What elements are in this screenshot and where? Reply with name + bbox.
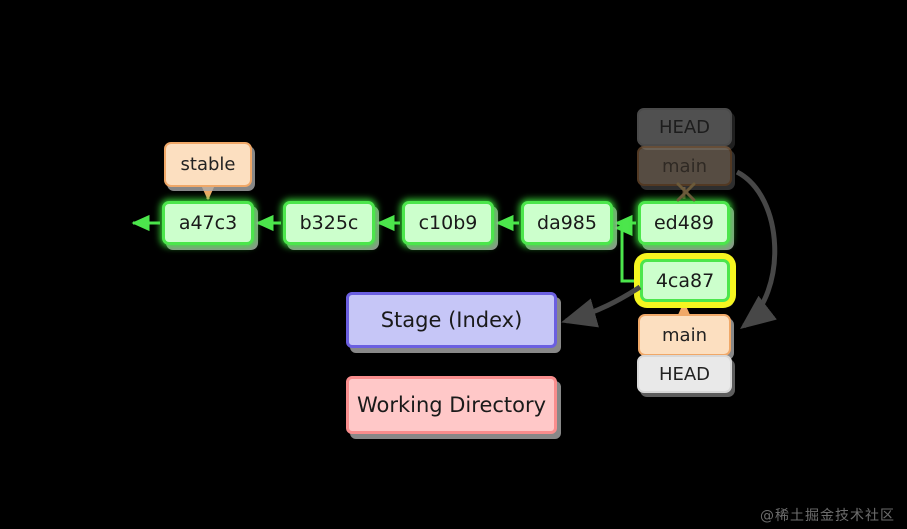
- commit-label: ed489: [653, 212, 714, 234]
- working-directory-box[interactable]: Working Directory: [346, 376, 557, 434]
- commit-node-a47c3[interactable]: a47c3: [162, 201, 254, 245]
- commit-label: da985: [537, 212, 597, 234]
- branch-label-main-current[interactable]: main: [638, 314, 731, 356]
- stage-index-label: Stage (Index): [380, 308, 523, 332]
- commit-node-b325c[interactable]: b325c: [283, 201, 375, 245]
- head-label-current[interactable]: HEAD: [637, 355, 732, 393]
- commit-label: a47c3: [178, 212, 238, 234]
- arrow-to-stage: [561, 284, 642, 328]
- branch-label-main-previous: main: [637, 146, 732, 186]
- branch-label-text: stable: [180, 154, 236, 175]
- commit-label: 4ca87: [655, 269, 715, 292]
- arrow-main-moved: [735, 169, 778, 330]
- commit-node-4ca87[interactable]: 4ca87: [640, 259, 730, 302]
- watermark: @稀土掘金技术社区: [760, 508, 895, 524]
- commit-label: c10b9: [418, 212, 478, 234]
- x-strikethrough-icon: [676, 182, 696, 202]
- working-directory-label: Working Directory: [356, 393, 547, 417]
- branch-label-text: main: [662, 155, 707, 177]
- head-label-text: HEAD: [658, 363, 711, 385]
- branch-label-stable[interactable]: stable: [164, 142, 252, 187]
- commit-node-da985[interactable]: da985: [521, 201, 613, 245]
- commit-node-ed489[interactable]: ed489: [638, 201, 730, 245]
- head-label-text: HEAD: [658, 116, 711, 138]
- commit-label: b325c: [299, 212, 359, 234]
- branch-label-text: main: [662, 324, 707, 346]
- head-label-previous: HEAD: [637, 108, 732, 146]
- commit-node-c10b9[interactable]: c10b9: [402, 201, 494, 245]
- stage-index-box[interactable]: Stage (Index): [346, 292, 557, 348]
